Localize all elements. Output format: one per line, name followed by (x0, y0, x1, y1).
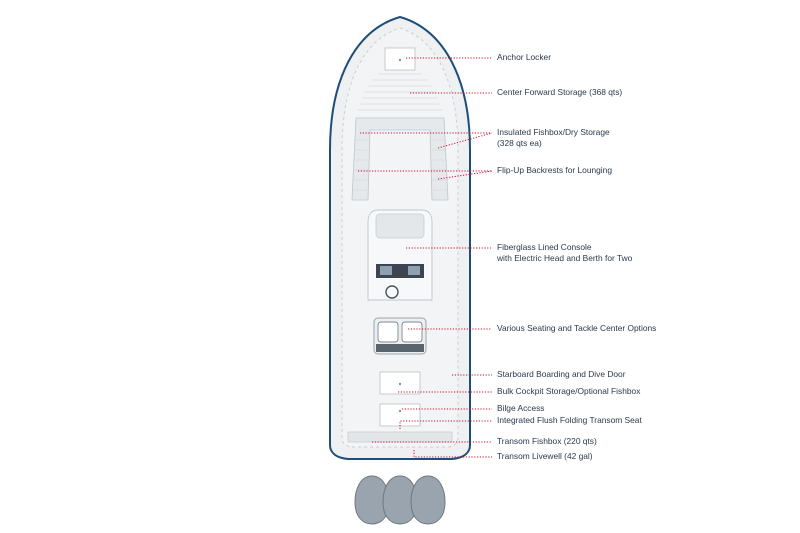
callout-line: Flip-Up Backrests for Lounging (497, 165, 612, 175)
callout-line: Integrated Flush Folding Transom Seat (497, 415, 642, 425)
bilge-latch (398, 409, 402, 413)
console-display-right (408, 266, 420, 275)
callout-bulk-cockpit-storage: Bulk Cockpit Storage/Optional Fishbox (497, 386, 640, 397)
seat-right (401, 321, 423, 343)
callout-flip-up-backrests: Flip-Up Backrests for Lounging (497, 165, 612, 176)
callout-transom-fishbox: Transom Fishbox (220 qts) (497, 436, 597, 447)
bow-deck-planks (358, 73, 442, 111)
engine-starboard-icon (410, 475, 446, 525)
steering-wheel-icon (385, 285, 399, 299)
leader-backrests-b (437, 170, 493, 180)
leader-fishbox-b (437, 132, 493, 149)
callout-line: Various Seating and Tackle Center Option… (497, 323, 657, 333)
callout-line: Bulk Cockpit Storage/Optional Fishbox (497, 386, 641, 396)
outboard-engines (354, 475, 446, 525)
callout-insulated-fishbox: Insulated Fishbox/Dry Storage (328 qts e… (497, 127, 610, 149)
callout-line: Insulated Fishbox/Dry Storage (497, 127, 610, 137)
leader-transom-livewell (413, 450, 492, 458)
callout-line: Starboard Boarding and Dive Door (497, 369, 626, 379)
callout-line: Fiberglass Lined Console (497, 242, 592, 252)
callout-line: (328 qts ea) (497, 138, 542, 148)
forward-seat-cushion-lines (354, 139, 446, 191)
seat-left (377, 321, 399, 343)
bulk-storage-latch (398, 382, 402, 386)
callout-center-forward-storage: Center Forward Storage (368 qts) (497, 87, 622, 98)
callout-seating-tackle: Various Seating and Tackle Center Option… (497, 323, 656, 334)
tackle-station (376, 344, 424, 352)
callout-line: Center Forward Storage (368 qts) (497, 87, 623, 97)
transom-seat (347, 431, 453, 443)
callout-line: Bilge Access (497, 403, 545, 413)
callout-transom-seat: Integrated Flush Folding Transom Seat (497, 415, 642, 426)
callout-anchor-locker: Anchor Locker (497, 52, 551, 63)
anchor-locker-latch (398, 58, 402, 62)
callout-line: with Electric Head and Berth for Two (497, 253, 633, 263)
callout-leader-lines (358, 57, 493, 458)
callout-transom-livewell: Transom Livewell (42 gal) (497, 451, 593, 462)
callout-bilge-access: Bilge Access (497, 403, 544, 414)
callout-fiberglass-console: Fiberglass Lined Console with Electric H… (497, 242, 632, 264)
callout-boarding-dive-door: Starboard Boarding and Dive Door (497, 369, 626, 380)
callout-line: Anchor Locker (497, 52, 551, 62)
callout-line: Transom Livewell (42 gal) (497, 451, 593, 461)
console-display-left (380, 266, 392, 275)
forward-seating (351, 117, 449, 201)
console-windshield (375, 213, 425, 239)
callout-line: Transom Fishbox (220 qts) (497, 436, 597, 446)
